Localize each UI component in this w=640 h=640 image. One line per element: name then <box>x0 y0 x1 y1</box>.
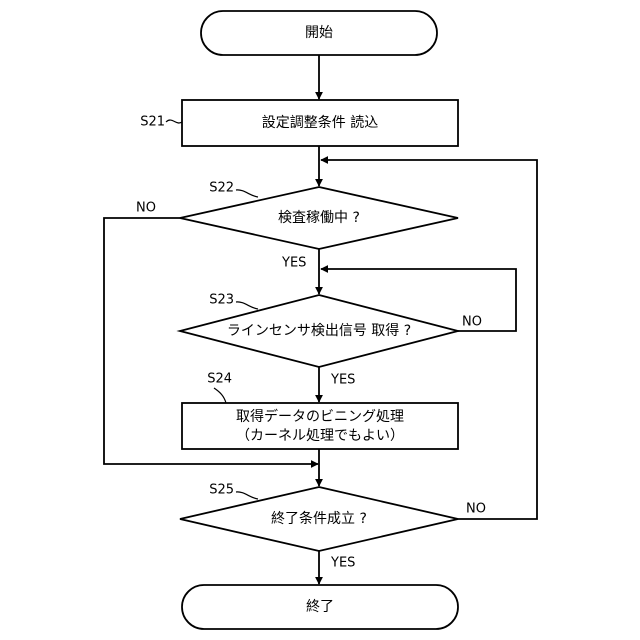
s21-step-id: S21 <box>140 115 165 130</box>
s25-step-id: S25 <box>209 483 234 498</box>
s21-leader <box>166 120 182 123</box>
s24-label-line1: 取得データのビニング処理 <box>236 408 404 425</box>
s23-yes-label: YES <box>330 373 355 388</box>
s23-no-label: NO <box>462 315 482 330</box>
s23-leader <box>236 302 258 309</box>
s25-yes-label: YES <box>330 556 355 571</box>
s24-leader <box>214 388 226 403</box>
start-label: 開始 <box>305 25 333 41</box>
s22-no-label: NO <box>136 201 156 216</box>
s23-label: ラインセンサ検出信号 取得 ? <box>227 322 411 339</box>
s22-yes-label: YES <box>281 256 306 271</box>
end-label: 終了 <box>306 599 334 615</box>
s21-label: 設定調整条件 読込 <box>262 114 378 131</box>
s25-label: 終了条件成立 ? <box>271 510 367 527</box>
s22-leader <box>236 190 258 197</box>
s22-label: 検査稼働中 ? <box>278 210 360 226</box>
s24-step-id: S24 <box>207 372 232 387</box>
s24-label-line2: （カーネル処理でもよい） <box>236 428 404 444</box>
s25-no-label: NO <box>466 502 486 517</box>
s25-leader <box>236 492 258 499</box>
s23-step-id: S23 <box>209 293 234 308</box>
s22-step-id: S22 <box>209 181 234 196</box>
